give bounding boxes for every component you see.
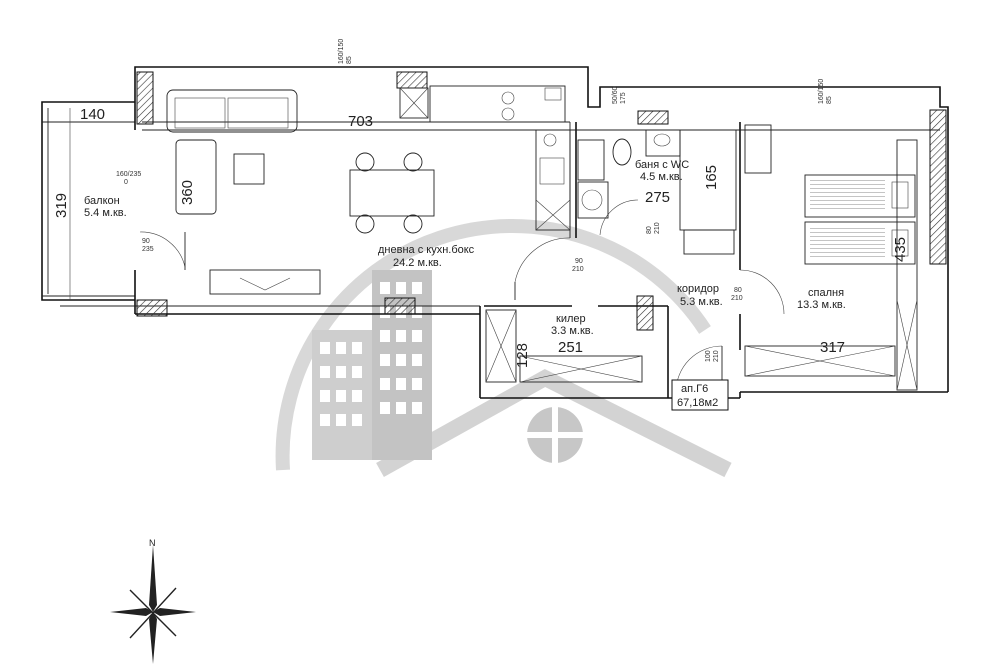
bedroom-door-size: 80 — [734, 287, 742, 294]
living-name: дневна с кухн.бокс — [378, 244, 475, 256]
window-bedroom-size: 160/150 — [818, 79, 825, 104]
window-living-size: 160/150 — [338, 39, 345, 64]
north-compass-icon: N — [110, 538, 196, 664]
storage-depth-dim: 128 — [514, 343, 531, 368]
bathroom-name: баня с WC — [635, 159, 689, 171]
balcony-area: 140 319 балкон 5.4 м.кв. 160/235 0 90 23… — [41, 101, 154, 301]
bedroom-name: спалня — [808, 287, 844, 299]
living-area: 24.2 м.кв. — [393, 257, 442, 269]
compass-north-label: N — [149, 538, 156, 548]
bath-width-dim: 275 — [645, 189, 670, 206]
storage-room — [485, 309, 643, 383]
small-door-size: 90 — [142, 238, 150, 245]
bath-door-size: 80 — [646, 226, 653, 234]
entry-door-height: 210 — [713, 350, 720, 362]
window-living-sill: 85 — [346, 56, 353, 64]
entry-door-size: 100 — [705, 350, 712, 362]
balcony-name: балкон — [84, 195, 120, 207]
corridor-area: 5.3 м.кв. — [680, 296, 723, 308]
living-door-height: 210 — [572, 266, 584, 273]
balcony-length-dim: 319 — [53, 193, 70, 218]
living-depth-dim: 360 — [179, 180, 196, 205]
window-bath-sill: 175 — [620, 92, 627, 104]
bedroom-depth-dim: 435 — [892, 237, 909, 262]
bedroom-area: 13.3 м.кв. — [797, 299, 846, 311]
watermark-logo — [275, 218, 732, 478]
window-bedroom-sill: 85 — [826, 96, 833, 104]
living-length-dim: 703 — [348, 113, 373, 130]
bathroom-area: 4.5 м.кв. — [640, 171, 683, 183]
bedroom-door-height: 210 — [731, 295, 743, 302]
living-furniture — [166, 85, 571, 295]
bath-depth-dim: 165 — [703, 165, 720, 190]
corridor-name: коридор — [677, 283, 719, 295]
apartment-label-box — [671, 379, 729, 411]
balcony-area: 5.4 м.кв. — [84, 207, 127, 219]
balcony-width-dim: 140 — [80, 106, 105, 123]
storage-name: килер — [556, 313, 586, 325]
apartment-area: 67,18м2 — [677, 397, 718, 409]
bath-door-height: 210 — [654, 222, 661, 234]
balcony-door-height: 0 — [124, 179, 128, 186]
living-door-size: 90 — [575, 258, 583, 265]
apartment-name: ап.Г6 — [681, 383, 708, 395]
bedroom-width-dim: 317 — [820, 339, 845, 356]
bathroom-fixtures — [577, 129, 737, 255]
bedroom-furniture — [744, 124, 918, 391]
balcony-door-size: 160/235 — [116, 171, 141, 178]
storage-area: 3.3 м.кв. — [551, 325, 594, 337]
small-door-height: 235 — [142, 246, 154, 253]
window-bath-size: 50/60 — [612, 86, 619, 104]
storage-width-dim: 251 — [558, 339, 583, 356]
